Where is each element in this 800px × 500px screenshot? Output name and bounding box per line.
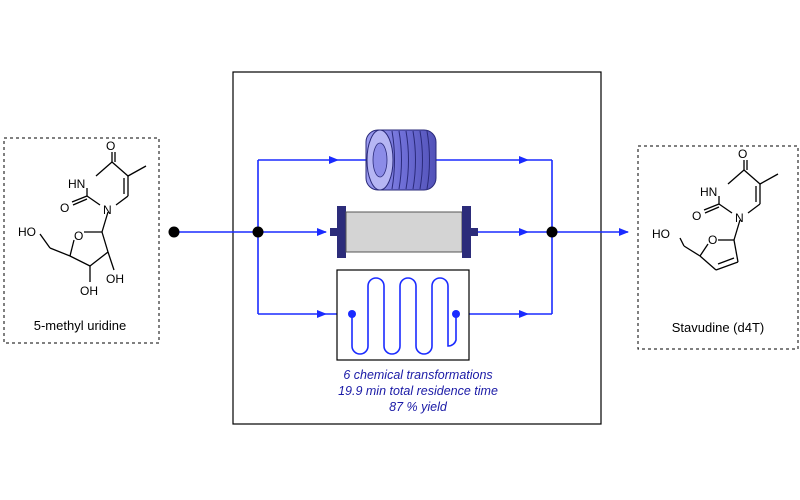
start-atom-oh-a: OH (80, 284, 98, 298)
start-atom-o-left: O (60, 201, 69, 215)
start-atom-ho: HO (18, 225, 36, 239)
product-atom-ho: HO (652, 227, 670, 241)
start-atom-o-top: O (106, 139, 115, 153)
coil-reactor (365, 129, 437, 191)
chip-reactor (336, 269, 470, 361)
start-atom-nh: HN (68, 177, 85, 191)
merger-dot (546, 226, 558, 238)
product-box (637, 145, 799, 350)
product-atom-o-top: O (738, 147, 747, 161)
product-structure: O HN O N HO O Stavudine (d4T) (637, 145, 799, 350)
inlet-dot (168, 226, 180, 238)
start-atom-n1: N (103, 203, 112, 217)
product-atom-o-left: O (692, 209, 701, 223)
note-residence-time: 19.9 min total residence time (338, 384, 498, 398)
product-atom-ring-o: O (708, 233, 717, 247)
start-material-structure: O HN O N HO O OH OH 5-methyl uridine (3, 137, 160, 344)
note-transformations: 6 chemical transformations (343, 368, 492, 382)
start-atom-ring-o: O (74, 229, 83, 243)
start-material-caption: 5-methyl uridine (34, 318, 127, 333)
product-atom-n1: N (735, 211, 744, 225)
splitter-dot (252, 226, 264, 238)
start-atom-oh-b: OH (106, 272, 124, 286)
product-caption: Stavudine (d4T) (672, 320, 765, 335)
note-yield: 87 % yield (389, 400, 448, 414)
product-atom-nh: HN (700, 185, 717, 199)
column-reactor (330, 206, 478, 258)
